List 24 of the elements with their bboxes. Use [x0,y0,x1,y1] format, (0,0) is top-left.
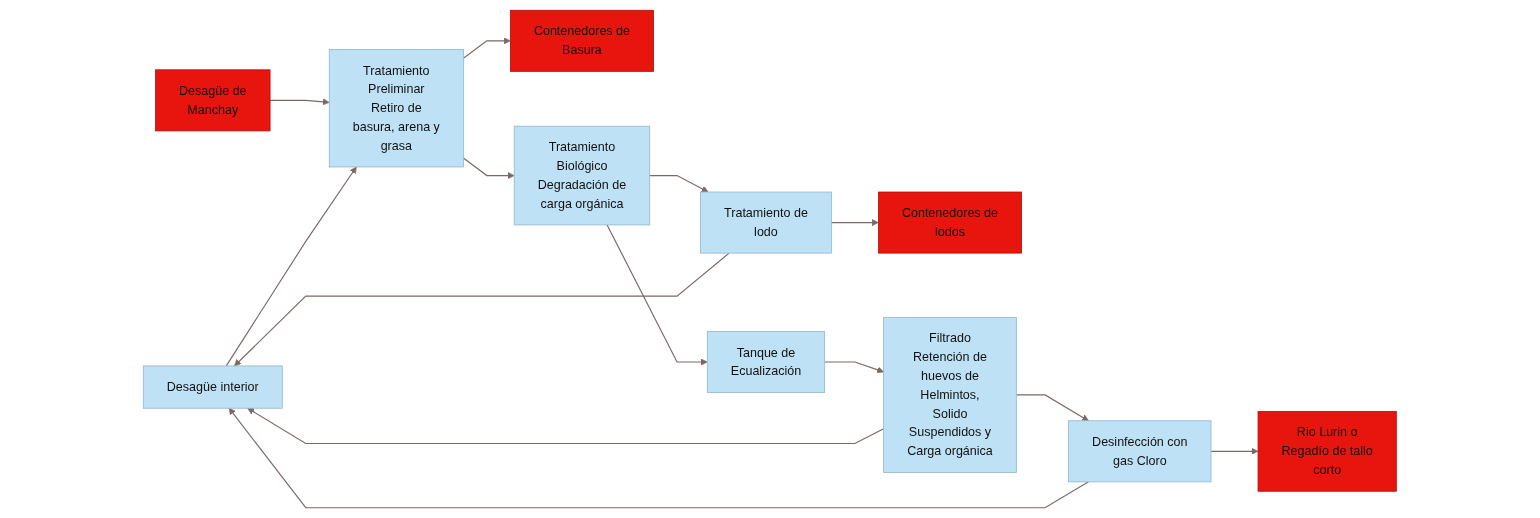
node-box: Desagüe interior [143,365,283,409]
arrow [824,361,885,374]
arrow [831,219,879,226]
node-box: Desagüe de Manchay [155,69,271,132]
arrow [228,407,1090,509]
node-box: Contenedores de lodos [878,191,1023,254]
arrow [649,174,709,193]
arrow [247,407,885,445]
arrow [606,224,708,366]
node-box: Tratamiento Biológico Degradación de carga orgánica [514,125,651,226]
node-box: Contenedores de Basura [510,9,655,72]
arrow [462,157,515,179]
arrow [225,166,357,367]
node-box: Rio Lurin o Regadío de tallo corto [1257,410,1397,492]
node-box: Filtrado Retención de huevos de Helmintos, Solido Suspendidos y Carga orgánica [883,316,1017,473]
node-box: Tratamiento Preliminar Retiro de basura, arena y grasa [329,49,464,168]
arrow [462,37,511,59]
node-box: Tanque de Ecualización [707,331,826,393]
arrow [1015,394,1089,422]
node-box: Tratamiento de lodo [700,191,832,254]
arrow [234,252,730,367]
node-box: Desinfección con gas Cloro [1068,420,1212,483]
arrow [1210,447,1259,455]
arrow [269,98,330,106]
